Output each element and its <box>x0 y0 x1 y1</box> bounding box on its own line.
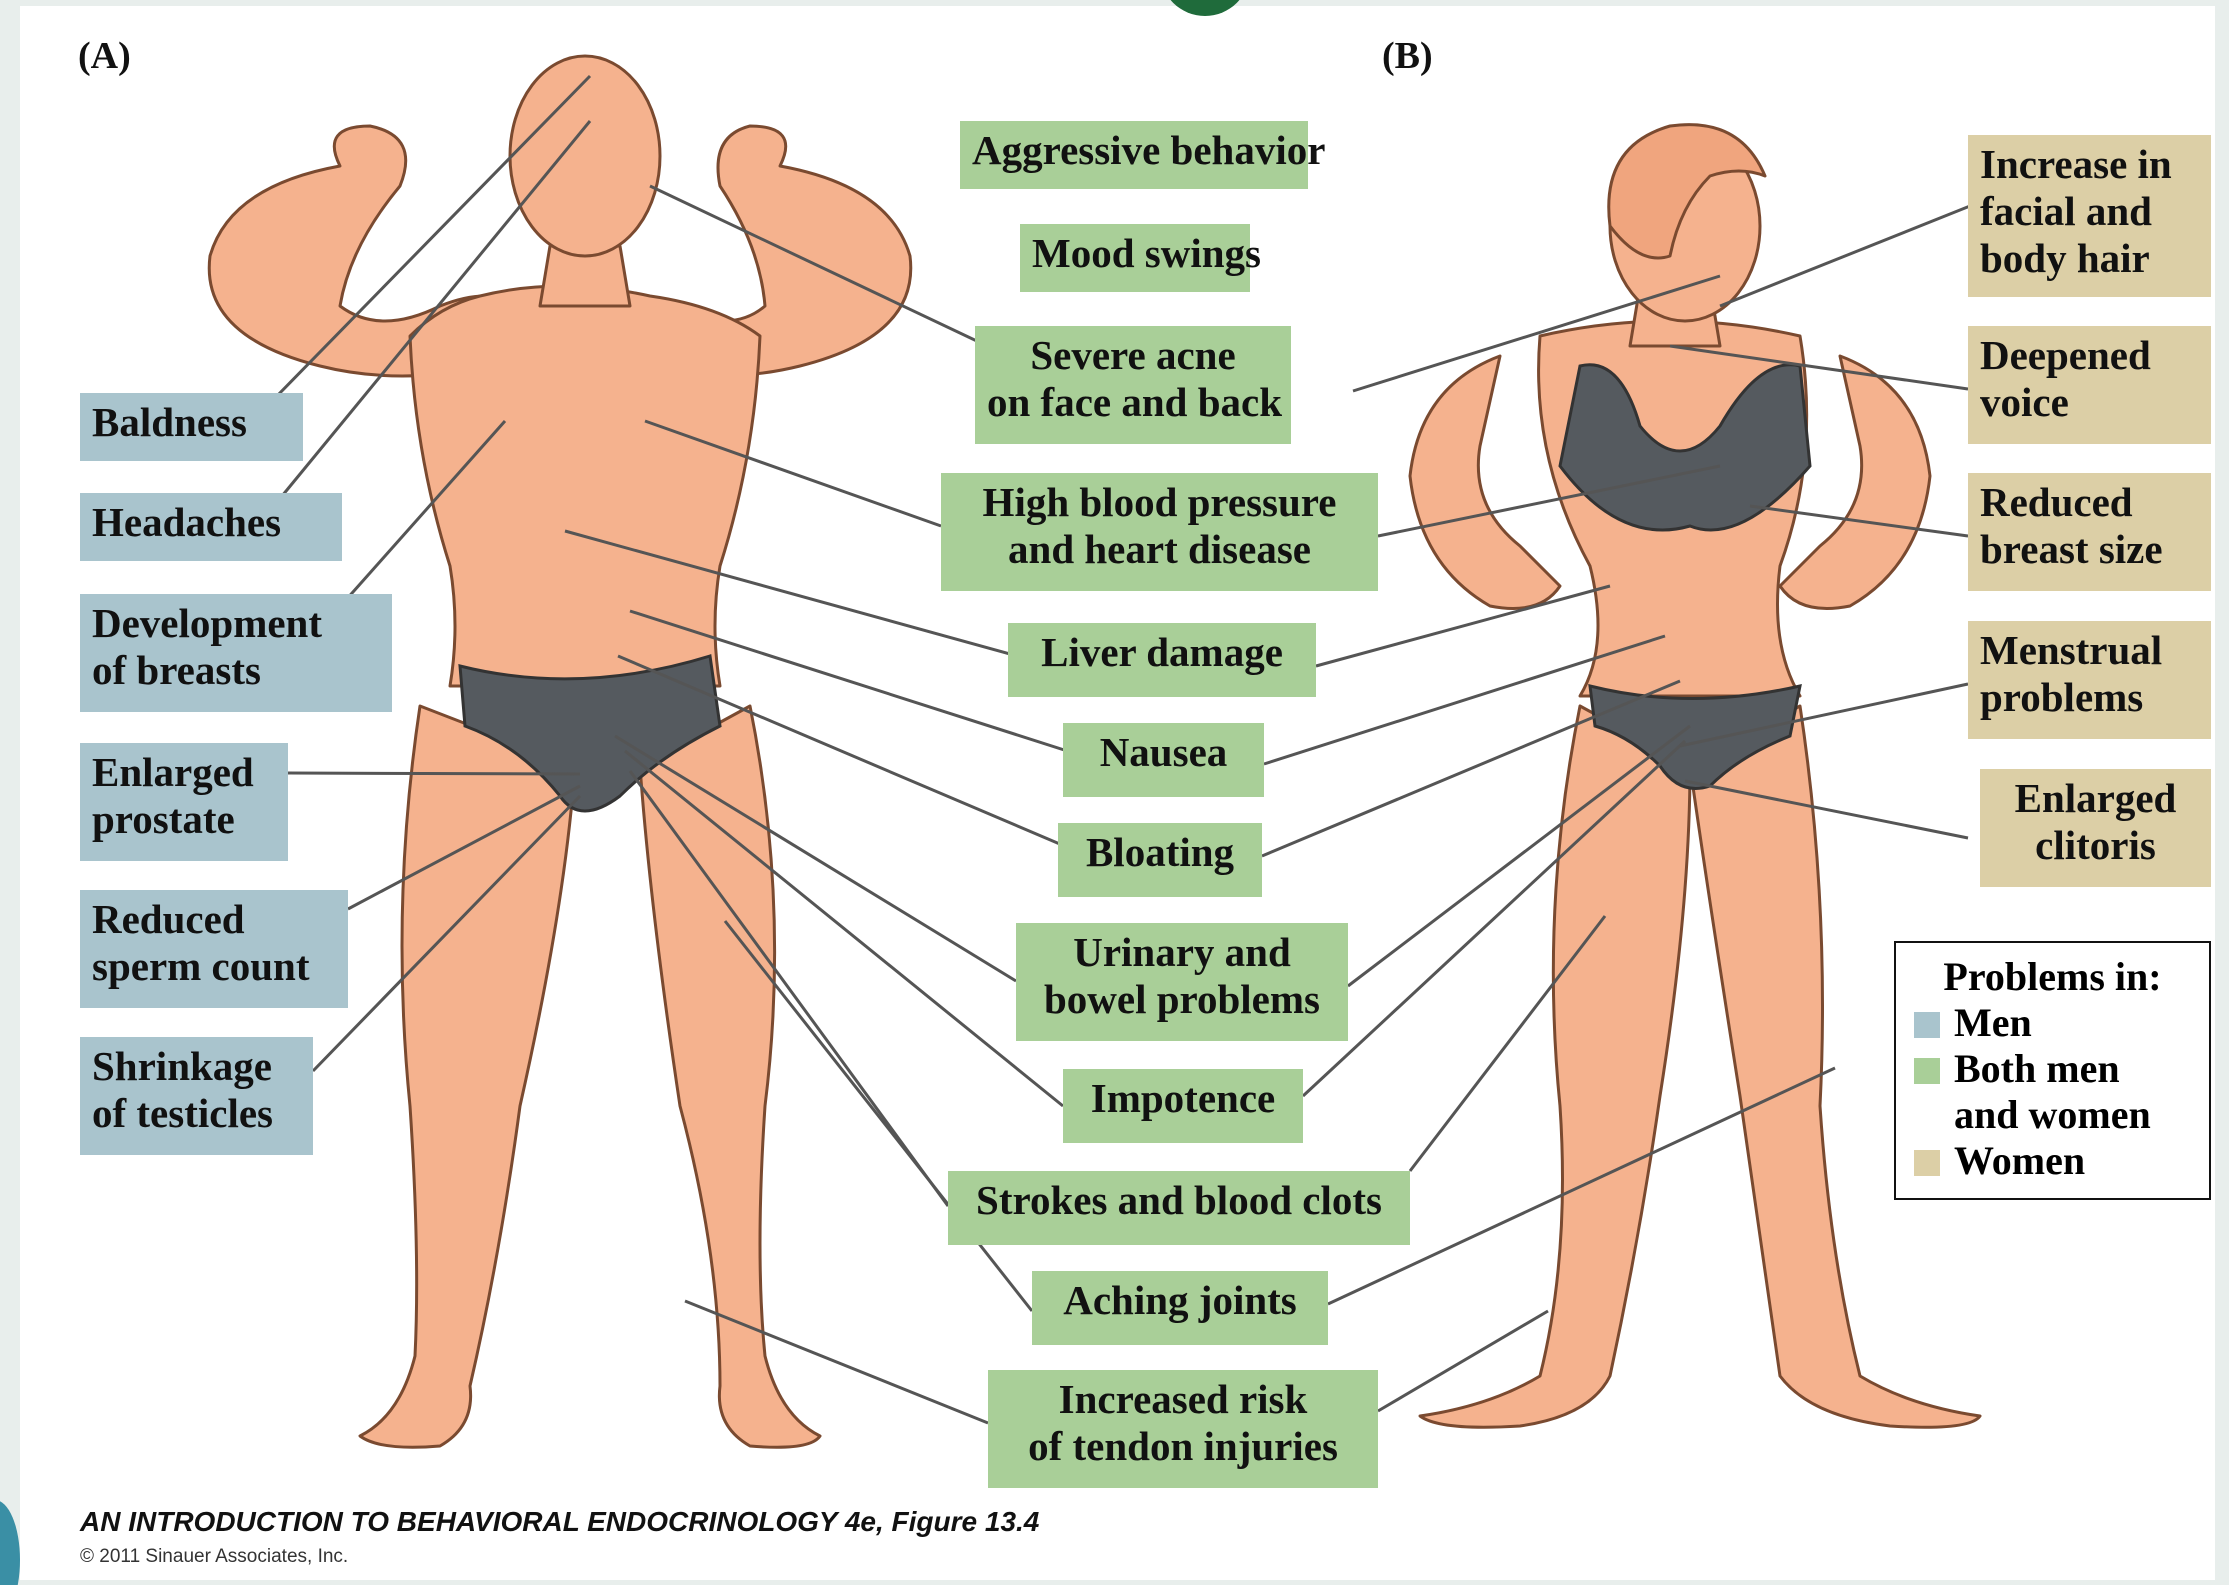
label-line: Liver damage <box>1041 629 1283 675</box>
label-enlarged-prostate: Enlarged prostate <box>80 743 288 861</box>
legend-swatch-men <box>1914 1012 1940 1038</box>
legend-label-women: Women <box>1954 1138 2085 1183</box>
label-line: bowel problems <box>1044 976 1320 1022</box>
legend: Problems in: Men Both men and women Wome… <box>1894 941 2211 1200</box>
label-line: High blood pressure <box>983 479 1337 525</box>
legend-swatch-women <box>1914 1150 1940 1176</box>
label-urinary-bowel: Urinary and bowel problems <box>1016 923 1348 1041</box>
label-deepened-voice: Deepened voice <box>1968 326 2211 444</box>
label-facial-body-hair: Increase in facial and body hair <box>1968 135 2211 297</box>
caption-copyright: © 2011 Sinauer Associates, Inc. <box>80 1546 348 1568</box>
female-left-leg <box>1420 706 1690 1427</box>
label-line: Shrinkage <box>92 1043 272 1089</box>
leader-enlarged-prostate <box>288 773 580 774</box>
panel-label-a: (A) <box>78 34 131 78</box>
label-line: on face and back <box>987 379 1282 425</box>
corner-decoration <box>0 1500 20 1585</box>
label-line: clitoris <box>2035 822 2156 868</box>
label-line: Headaches <box>92 499 281 545</box>
label-line: breast size <box>1980 526 2163 572</box>
label-line: Strokes and blood clots <box>976 1177 1382 1223</box>
label-severe-acne: Severe acne on face and back <box>975 326 1291 444</box>
legend-row-men: Men <box>1910 1000 2195 1046</box>
legend-swatch-both <box>1914 1058 1940 1084</box>
label-line: sperm count <box>92 943 310 989</box>
label-line: problems <box>1980 674 2143 720</box>
label-aggressive-behavior: Aggressive behavior <box>960 121 1308 189</box>
label-line: Enlarged <box>2015 775 2177 821</box>
male-head <box>510 56 660 256</box>
label-headaches: Headaches <box>80 493 342 561</box>
label-shrinkage-of-testicles: Shrinkage of testicles <box>80 1037 313 1155</box>
label-line: Nausea <box>1100 729 1228 775</box>
label-bloating: Bloating <box>1058 823 1262 897</box>
label-line: body hair <box>1980 235 2150 281</box>
label-enlarged-clitoris: Enlarged clitoris <box>1980 769 2211 887</box>
label-line: Deepened <box>1980 332 2151 378</box>
female-left-arm <box>1410 356 1560 609</box>
male-torso <box>410 286 760 686</box>
label-menstrual-problems: Menstrual problems <box>1968 621 2211 739</box>
label-line: Development <box>92 600 322 646</box>
label-line: Menstrual <box>1980 627 2162 673</box>
label-line: Bloating <box>1086 829 1234 875</box>
label-line: of breasts <box>92 647 261 693</box>
label-line: Aching joints <box>1063 1277 1297 1323</box>
label-line: Reduced <box>92 896 245 942</box>
legend-title: Problems in: <box>1910 953 2195 1000</box>
label-reduced-breast-size: Reduced breast size <box>1968 473 2211 591</box>
label-liver-damage: Liver damage <box>1008 623 1316 697</box>
label-line: and heart disease <box>1008 526 1311 572</box>
label-line: Impotence <box>1091 1075 1275 1121</box>
label-line: voice <box>1980 379 2069 425</box>
leader-aching-joints <box>725 921 1032 1311</box>
legend-label-men: Men <box>1954 1000 2032 1045</box>
label-line: of testicles <box>92 1090 273 1136</box>
label-line: Severe acne <box>1030 332 1235 378</box>
label-line: facial and <box>1980 188 2152 234</box>
label-strokes: Strokes and blood clots <box>948 1171 1410 1245</box>
label-mood-swings: Mood swings <box>1020 224 1250 292</box>
leader-liver-b <box>1316 586 1610 666</box>
legend-label-both-1: Both men <box>1954 1046 2120 1091</box>
label-line: Increased risk <box>1059 1376 1308 1422</box>
label-reduced-sperm-count: Reduced sperm count <box>80 890 348 1008</box>
label-line: Baldness <box>92 399 247 445</box>
label-tendon-injuries: Increased risk of tendon injuries <box>988 1370 1378 1488</box>
label-line: Enlarged <box>92 749 254 795</box>
legend-row-both: Both men and women <box>1910 1046 2195 1138</box>
label-line: Increase in <box>1980 141 2172 187</box>
male-right-leg <box>640 706 820 1447</box>
label-impotence: Impotence <box>1063 1069 1303 1143</box>
label-aching-joints: Aching joints <box>1032 1271 1328 1345</box>
legend-row-women: Women <box>1910 1138 2195 1184</box>
label-line: prostate <box>92 796 235 842</box>
label-line: Reduced <box>1980 479 2133 525</box>
legend-label-both-2: and women <box>1954 1092 2151 1137</box>
label-high-blood-pressure: High blood pressure and heart disease <box>941 473 1378 591</box>
caption-title: AN INTRODUCTION TO BEHAVIORAL ENDOCRINOL… <box>80 1506 1039 1538</box>
label-line: Aggressive behavior <box>972 127 1325 173</box>
label-line: of tendon injuries <box>1028 1423 1338 1469</box>
label-baldness: Baldness <box>80 393 303 461</box>
label-line: Mood swings <box>1032 230 1261 276</box>
figure-canvas: (A) (B) Baldness Headaches Development o… <box>20 6 2215 1580</box>
label-nausea: Nausea <box>1063 723 1264 797</box>
label-line: Urinary and <box>1073 929 1291 975</box>
male-left-leg <box>360 706 575 1447</box>
panel-label-b: (B) <box>1382 34 1433 78</box>
label-development-of-breasts: Development of breasts <box>80 594 392 712</box>
